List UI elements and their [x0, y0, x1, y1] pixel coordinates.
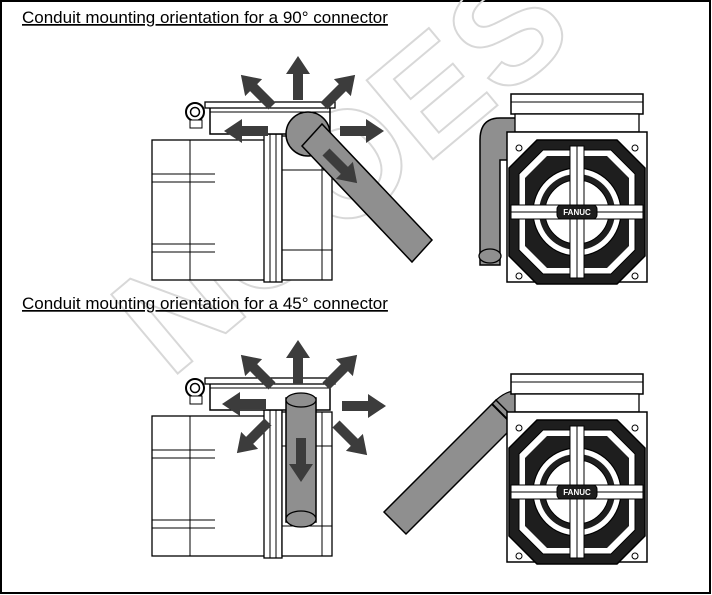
caption-90-degree: Conduit mounting orientation for a 90° c… [22, 8, 388, 27]
fanuc-badge-90: FANUC [563, 208, 591, 217]
front-view-90: FANUC [478, 93, 648, 285]
front-view-45: FANUC [382, 373, 648, 565]
fanuc-badge-45: FANUC [563, 488, 591, 497]
caption-45-degree: Conduit mounting orientation for a 45° c… [22, 294, 388, 313]
